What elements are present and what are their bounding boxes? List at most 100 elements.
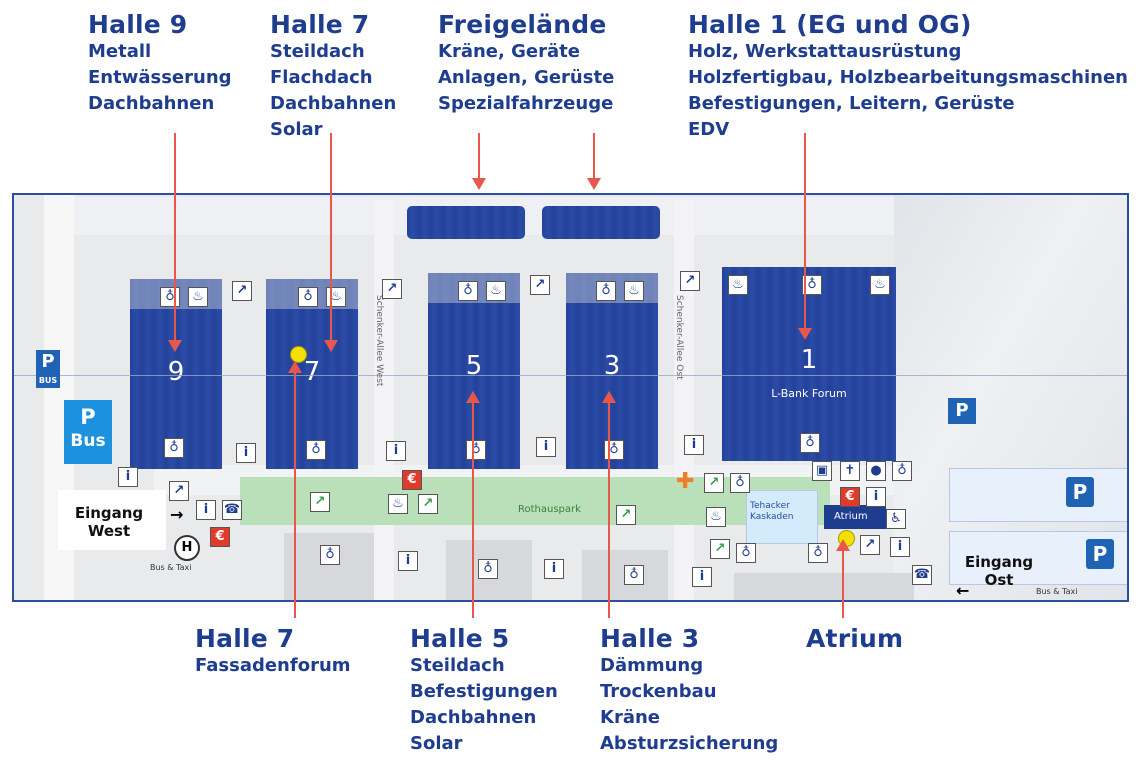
- ec-cash-icon[interactable]: €: [402, 470, 422, 490]
- label-halle7: Halle 7 Steildach Flachdach Dachbahnen S…: [270, 10, 396, 143]
- info-icon[interactable]: i: [890, 537, 910, 557]
- info-icon[interactable]: i: [118, 467, 138, 487]
- hall-1[interactable]: 1 L-Bank Forum: [722, 267, 896, 461]
- ec-cash-icon[interactable]: €: [840, 487, 860, 507]
- parking-icon[interactable]: P: [1086, 539, 1114, 569]
- wc-icon[interactable]: ♁: [306, 440, 326, 460]
- restaurant-icon[interactable]: ♨: [486, 281, 506, 301]
- label-freigelaende: Freigelände Kräne, Geräte Anlagen, Gerüs…: [438, 10, 614, 117]
- wc-icon[interactable]: ♁: [892, 461, 912, 481]
- info-icon[interactable]: i: [196, 500, 216, 520]
- label-line: Holz, Werkstattausrüstung: [688, 41, 962, 62]
- cross-icon[interactable]: ✝: [840, 461, 860, 481]
- escalator-icon[interactable]: ↗: [704, 473, 724, 493]
- entrance-west[interactable]: Eingang West: [64, 504, 154, 540]
- info-icon[interactable]: i: [386, 441, 406, 461]
- hall-5[interactable]: 5: [428, 273, 520, 469]
- freigelaende-area-1[interactable]: [407, 206, 525, 239]
- wheelchair-icon[interactable]: ♿: [886, 509, 906, 529]
- wc-icon[interactable]: ♁: [736, 543, 756, 563]
- arrow-halle1: [798, 133, 812, 340]
- wc-icon[interactable]: ♁: [802, 275, 822, 295]
- label-line: Dachbahnen: [410, 707, 537, 728]
- hall-number: 5: [465, 351, 483, 381]
- escalator-icon[interactable]: ↗: [232, 281, 252, 301]
- info-icon[interactable]: i: [536, 437, 556, 457]
- label-line: Entwässerung: [88, 67, 232, 88]
- wc-icon[interactable]: ♁: [730, 473, 750, 493]
- wc-icon[interactable]: ♁: [808, 543, 828, 563]
- label-halle7-fassadenforum: Halle 7 Fassadenforum: [195, 624, 351, 679]
- parking-icon[interactable]: P: [948, 398, 976, 424]
- arrow-atrium: [836, 539, 850, 618]
- phone-icon[interactable]: ☎: [222, 500, 242, 520]
- wc-icon[interactable]: ♁: [478, 559, 498, 579]
- bus-stop-icon[interactable]: H: [174, 535, 200, 561]
- escalator-icon[interactable]: ↗: [530, 275, 550, 295]
- street-east-label: Schenker-Allee Ost: [674, 295, 684, 380]
- bus-parking[interactable]: P Bus: [64, 400, 112, 464]
- escalator-icon[interactable]: ↗: [680, 271, 700, 291]
- restaurant-icon[interactable]: ♨: [388, 494, 408, 514]
- escalator-icon[interactable]: ↗: [710, 539, 730, 559]
- label-title: Halle 7: [195, 624, 295, 653]
- kaskaden-label: Tehacker Kaskaden: [750, 501, 794, 522]
- info-icon[interactable]: i: [692, 567, 712, 587]
- escalator-icon[interactable]: ↗: [310, 492, 330, 512]
- escalator-icon[interactable]: ↗: [616, 505, 636, 525]
- label-line: Befestigungen, Leitern, Gerüste: [688, 93, 1015, 114]
- wc-icon[interactable]: ♁: [596, 281, 616, 301]
- freigelaende-area-2[interactable]: [542, 206, 660, 239]
- label-halle3: Halle 3 Dämmung Trockenbau Kräne Absturz…: [600, 624, 778, 757]
- wc-icon[interactable]: ♁: [164, 438, 184, 458]
- parking-icon[interactable]: P: [1066, 477, 1094, 507]
- restaurant-icon[interactable]: ♨: [188, 287, 208, 307]
- info-icon[interactable]: i: [398, 551, 418, 571]
- wc-icon[interactable]: ♁: [458, 281, 478, 301]
- wc-icon[interactable]: ♁: [624, 565, 644, 585]
- escalator-icon[interactable]: ↗: [382, 279, 402, 299]
- wc-icon[interactable]: ♁: [466, 440, 486, 460]
- hall-number: 9: [167, 357, 185, 387]
- parking-lot-1[interactable]: [949, 468, 1127, 522]
- restaurant-icon[interactable]: ♨: [728, 275, 748, 295]
- restaurant-icon[interactable]: ♨: [706, 507, 726, 527]
- label-line: Absturzsicherung: [600, 733, 779, 754]
- bus-taxi-east-label: Bus & Taxi: [1036, 587, 1078, 596]
- label-halle1: Halle 1 (EG und OG) Holz, Werkstattausrü…: [688, 10, 1128, 143]
- atrium-building[interactable]: [824, 505, 886, 529]
- escalator-icon[interactable]: ↗: [169, 481, 189, 501]
- label-line: Kräne, Geräte: [438, 41, 580, 62]
- restaurant-icon[interactable]: ♨: [326, 287, 346, 307]
- label-title: Atrium: [806, 624, 904, 653]
- shopping-cart-icon[interactable]: ▣: [812, 461, 832, 481]
- parking-icon[interactable]: P: [36, 350, 60, 374]
- info-icon[interactable]: i: [866, 487, 886, 507]
- restaurant-icon[interactable]: ♨: [870, 275, 890, 295]
- parking-icon: P: [80, 405, 96, 429]
- restaurant-icon[interactable]: ♨: [624, 281, 644, 301]
- arrow-right-icon: →: [170, 505, 184, 524]
- wc-icon[interactable]: ♁: [160, 287, 180, 307]
- exhibition-map: 9 7 5 3 1 L-Bank Forum Rothauspark Tehac…: [12, 193, 1129, 602]
- label-title: Freigelände: [438, 10, 607, 39]
- entrance-west-line2: West: [87, 522, 131, 540]
- hall-number: 1: [800, 345, 818, 375]
- wc-icon[interactable]: ♁: [320, 545, 340, 565]
- wc-icon[interactable]: ♁: [298, 287, 318, 307]
- label-line: Dämmung: [600, 655, 704, 676]
- escalator-icon[interactable]: ↗: [418, 494, 438, 514]
- arrow-halle9: [168, 133, 182, 352]
- wc-icon[interactable]: ♁: [604, 440, 624, 460]
- info-icon[interactable]: i: [236, 443, 256, 463]
- first-aid-icon[interactable]: ✚: [676, 469, 695, 494]
- arrow-left-icon: ←: [956, 581, 970, 600]
- escalator-icon[interactable]: ↗: [860, 535, 880, 555]
- ec-cash-icon[interactable]: €: [210, 527, 230, 547]
- phone-icon[interactable]: ☎: [912, 565, 932, 585]
- entrance-east[interactable]: Eingang Ost: [954, 553, 1044, 589]
- info-icon[interactable]: i: [684, 435, 704, 455]
- restaurant-icon[interactable]: ●: [866, 461, 886, 481]
- info-icon[interactable]: i: [544, 559, 564, 579]
- wc-icon[interactable]: ♁: [800, 433, 820, 453]
